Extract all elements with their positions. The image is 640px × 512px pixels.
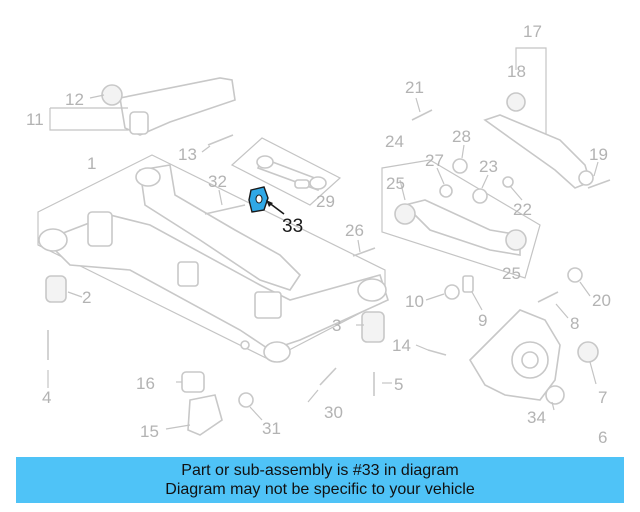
callout-18: 18: [507, 62, 526, 81]
callout-30: 30: [324, 403, 343, 422]
callout-27: 27: [425, 151, 444, 170]
callout-19: 19: [589, 145, 608, 164]
callout-10: 10: [405, 292, 424, 311]
callout-1: 1: [87, 154, 96, 173]
callout-26: 26: [345, 221, 364, 240]
rear-subframe: [37, 154, 389, 363]
toe-link: [381, 159, 541, 279]
callout-17: 17: [523, 22, 542, 41]
info-banner: Part or sub-assembly is #33 in diagram D…: [16, 457, 624, 503]
callout-20: 20: [592, 291, 611, 310]
callout-8: 8: [570, 314, 579, 333]
callout-32: 32: [208, 172, 227, 191]
callout-2: 2: [82, 288, 91, 307]
callout-3: 3: [332, 316, 341, 335]
callout-29: 29: [316, 192, 335, 211]
callout-12: 12: [65, 90, 84, 109]
callout-15: 15: [140, 422, 159, 441]
callout-11: 11: [26, 110, 44, 129]
small-parts: [45, 109, 611, 436]
trailing-arm: [483, 47, 594, 189]
callout-4: 4: [42, 388, 51, 407]
banner-line-part-number: Part or sub-assembly is #33 in diagram: [181, 462, 459, 479]
callout-13: 13: [178, 145, 197, 164]
callout-7: 7: [598, 388, 607, 407]
wheel-knuckle: [468, 309, 599, 405]
callout-25-right: 25: [502, 264, 521, 283]
callout-25-left: 25: [386, 174, 405, 193]
callout-28: 28: [452, 127, 471, 146]
callout-16: 16: [136, 374, 155, 393]
callout-5: 5: [394, 375, 403, 394]
callout-6: 6: [598, 428, 607, 447]
lateral-link: [230, 137, 342, 206]
callout-21: 21: [405, 78, 424, 97]
callout-labels: 1 2 3 4 5 6 7 8 9 10 11 12 13 14 15 16 1…: [26, 22, 611, 447]
callout-23: 23: [479, 157, 498, 176]
callout-22: 22: [513, 200, 532, 219]
banner-line-disclaimer: Diagram may not be specific to your vehi…: [165, 481, 475, 498]
callout-33: 33: [282, 216, 303, 237]
callout-31: 31: [262, 419, 281, 438]
leader-lines: [47, 94, 599, 430]
callout-9: 9: [478, 311, 487, 330]
callout-14: 14: [392, 336, 411, 355]
callout-34: 34: [527, 408, 546, 427]
upper-control-arm: [101, 77, 236, 136]
part-33-bracket: [248, 186, 285, 215]
callout-24: 24: [385, 132, 404, 151]
parts-diagram: 1 2 3 4 5 6 7 8 9 10 11 12 13 14 15 16 1…: [26, 22, 611, 447]
